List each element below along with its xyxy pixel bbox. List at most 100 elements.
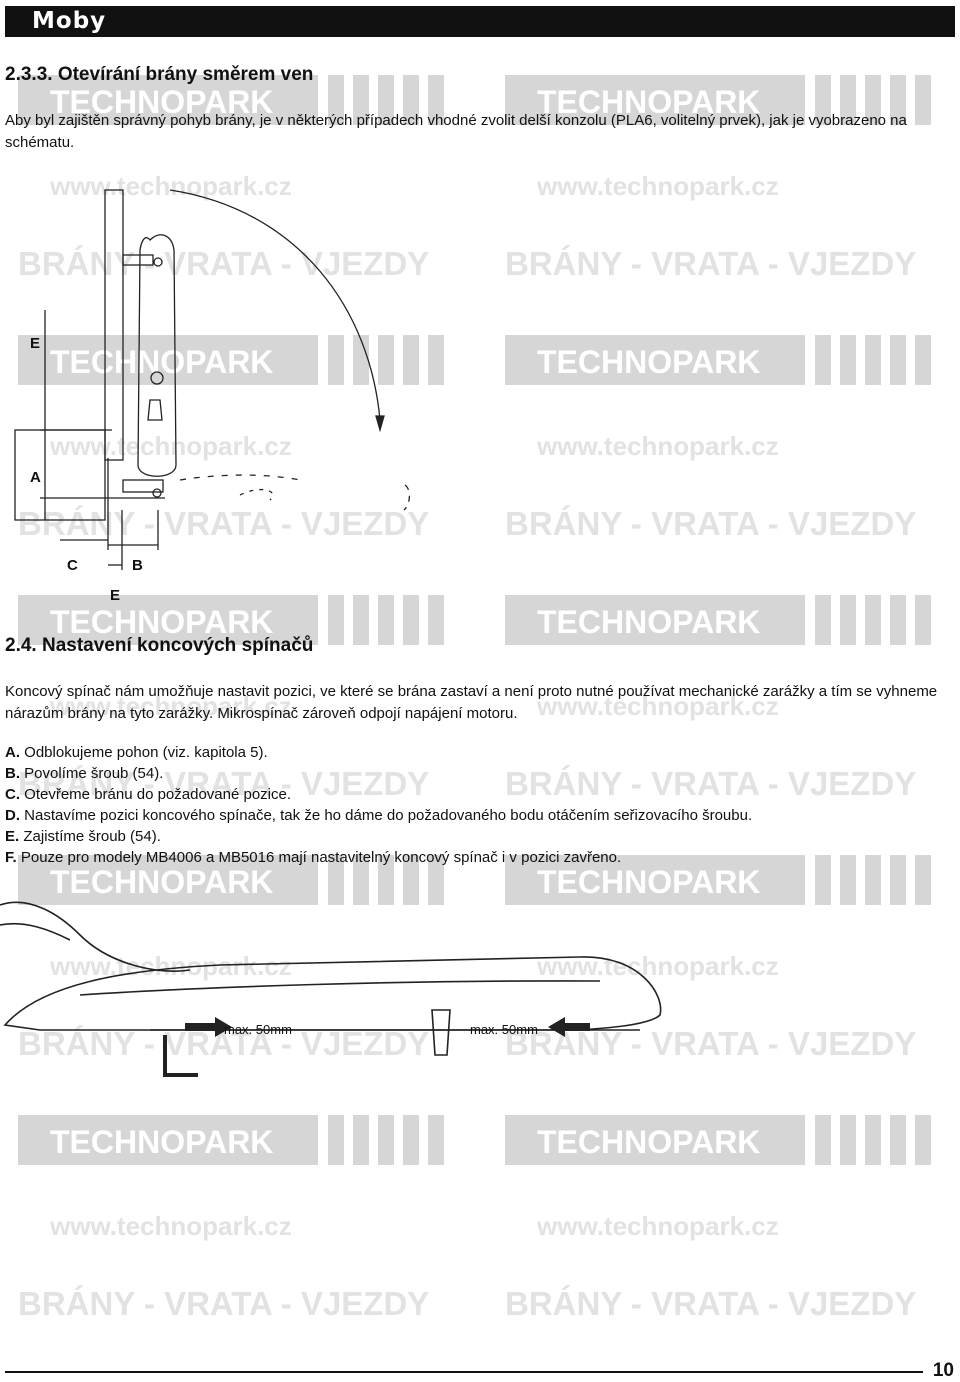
watermark-url: www.technopark.cz xyxy=(49,431,292,461)
watermark-slogan: BRÁNY - VRATA - VJEZDY xyxy=(505,1285,916,1322)
watermark-brand: TECHNOPARK xyxy=(537,84,760,120)
watermark-block xyxy=(18,1115,318,1165)
watermark-bar xyxy=(840,75,856,125)
heading-number: 2.4. xyxy=(5,635,37,656)
watermark-block xyxy=(18,335,318,385)
list-item: C. Otevřeme bránu do požadované pozice. xyxy=(5,786,292,803)
watermark-bar xyxy=(890,75,906,125)
watermark-bar xyxy=(328,335,344,385)
watermark-bar xyxy=(428,595,444,645)
watermark-bar xyxy=(840,855,856,905)
watermark-bar xyxy=(353,855,369,905)
watermark-url: www.technopark.cz xyxy=(536,1211,779,1241)
watermark-url: www.technopark.cz xyxy=(49,691,292,721)
watermark-block xyxy=(505,1115,805,1165)
watermark-bar xyxy=(815,335,831,385)
watermark-bar xyxy=(815,855,831,905)
watermark-bar xyxy=(403,335,419,385)
dim-label-e-bottom: E xyxy=(110,587,120,604)
watermark-brand: TECHNOPARK xyxy=(50,84,273,120)
watermark-slogan: BRÁNY - VRATA - VJEZDY xyxy=(18,1285,429,1322)
left-limit-arrow xyxy=(185,1017,232,1037)
watermark-bar xyxy=(428,855,444,905)
watermark-bar xyxy=(865,75,881,125)
heading-text: Nastavení koncových spínačů xyxy=(41,635,314,656)
watermark-bar xyxy=(428,1115,444,1165)
watermark-url: www.technopark.cz xyxy=(49,1211,292,1241)
watermark-slogan: BRÁNY - VRATA - VJEZDY xyxy=(18,765,429,802)
watermark-bar xyxy=(915,855,931,905)
motor-arm xyxy=(0,901,191,973)
right-limit-arrow xyxy=(548,1017,590,1037)
watermark-block xyxy=(18,855,318,905)
watermark-bar xyxy=(378,1115,394,1165)
watermark-bar xyxy=(840,1115,856,1165)
footer-rule xyxy=(5,1371,923,1373)
watermark-brand: TECHNOPARK xyxy=(537,344,760,380)
watermark-bar xyxy=(890,855,906,905)
section2-paragraph: Koncový spínač nám umožňuje nastavit poz… xyxy=(5,683,938,722)
watermark-bar xyxy=(915,595,931,645)
steps-list: A. Odblokujeme pohon (viz. kapitola 5). … xyxy=(5,742,752,868)
dim-label-a: A xyxy=(30,469,41,486)
heading-text: Otevírání brány směrem ven xyxy=(57,64,314,85)
watermark-block xyxy=(18,595,318,645)
watermark-slogan: BRÁNY - VRATA - VJEZDY xyxy=(18,505,429,542)
watermark-brand: TECHNOPARK xyxy=(537,604,760,640)
dim-label-c: C xyxy=(67,557,78,574)
watermark-url: www.technopark.cz xyxy=(536,431,779,461)
watermark-bar xyxy=(353,75,369,125)
max-distance-right-label: max. 50mm xyxy=(470,1022,538,1037)
watermark-slogan: BRÁNY - VRATA - VJEZDY xyxy=(18,245,429,282)
header-bar: Moby xyxy=(5,6,955,37)
watermark-bar xyxy=(865,855,881,905)
watermark-bar xyxy=(890,595,906,645)
dim-label-e-top: E xyxy=(30,335,40,352)
limit-switch-diagram: max. 50mm max. 50mm xyxy=(0,901,662,1077)
watermark-brand: TECHNOPARK xyxy=(50,604,273,640)
watermark-bar xyxy=(890,1115,906,1165)
watermark-bar xyxy=(890,335,906,385)
watermark-bar xyxy=(865,1115,881,1165)
watermark-brand: TECHNOPARK xyxy=(50,1124,273,1160)
watermark-bar xyxy=(915,75,931,125)
watermark-bar xyxy=(815,1115,831,1165)
watermark-bar xyxy=(378,855,394,905)
watermark-bar xyxy=(328,75,344,125)
watermark-block xyxy=(505,335,805,385)
watermark-bar xyxy=(353,335,369,385)
watermark-bar xyxy=(865,335,881,385)
watermark-brand: TECHNOPARK xyxy=(537,1124,760,1160)
gate-post xyxy=(104,189,124,461)
gate-bracket-diagram: E A C B E xyxy=(14,189,411,604)
watermark-bar xyxy=(378,595,394,645)
watermark-bar xyxy=(840,595,856,645)
watermark-bar xyxy=(428,335,444,385)
watermark-bar xyxy=(915,335,931,385)
watermark-bar xyxy=(328,855,344,905)
watermark-bar xyxy=(403,75,419,125)
watermark-url: www.technopark.cz xyxy=(536,951,779,981)
watermark-brand: TECHNOPARK xyxy=(537,864,760,900)
watermark-block xyxy=(18,75,318,125)
dim-label-b: B xyxy=(132,557,143,574)
watermark-slogan: BRÁNY - VRATA - VJEZDY xyxy=(505,1025,916,1062)
section-heading-2-4: 2.4. Nastavení koncových spínačů xyxy=(5,635,313,657)
watermark-bar xyxy=(815,595,831,645)
watermark-bar xyxy=(353,595,369,645)
header-title: Moby xyxy=(32,8,107,34)
watermark-bar xyxy=(865,595,881,645)
list-item: B. Povolíme šroub (54). xyxy=(5,765,164,782)
watermark-bar xyxy=(403,855,419,905)
watermark-bar xyxy=(815,75,831,125)
page-number: 10 xyxy=(932,1360,954,1381)
watermark-url: www.technopark.cz xyxy=(49,951,292,981)
watermark-slogan: BRÁNY - VRATA - VJEZDY xyxy=(505,765,916,802)
watermark-bar xyxy=(378,75,394,125)
watermark-url: www.technopark.cz xyxy=(536,171,779,201)
watermark-block xyxy=(505,75,805,125)
motor-body xyxy=(137,234,177,477)
watermark-url: www.technopark.cz xyxy=(536,691,779,721)
